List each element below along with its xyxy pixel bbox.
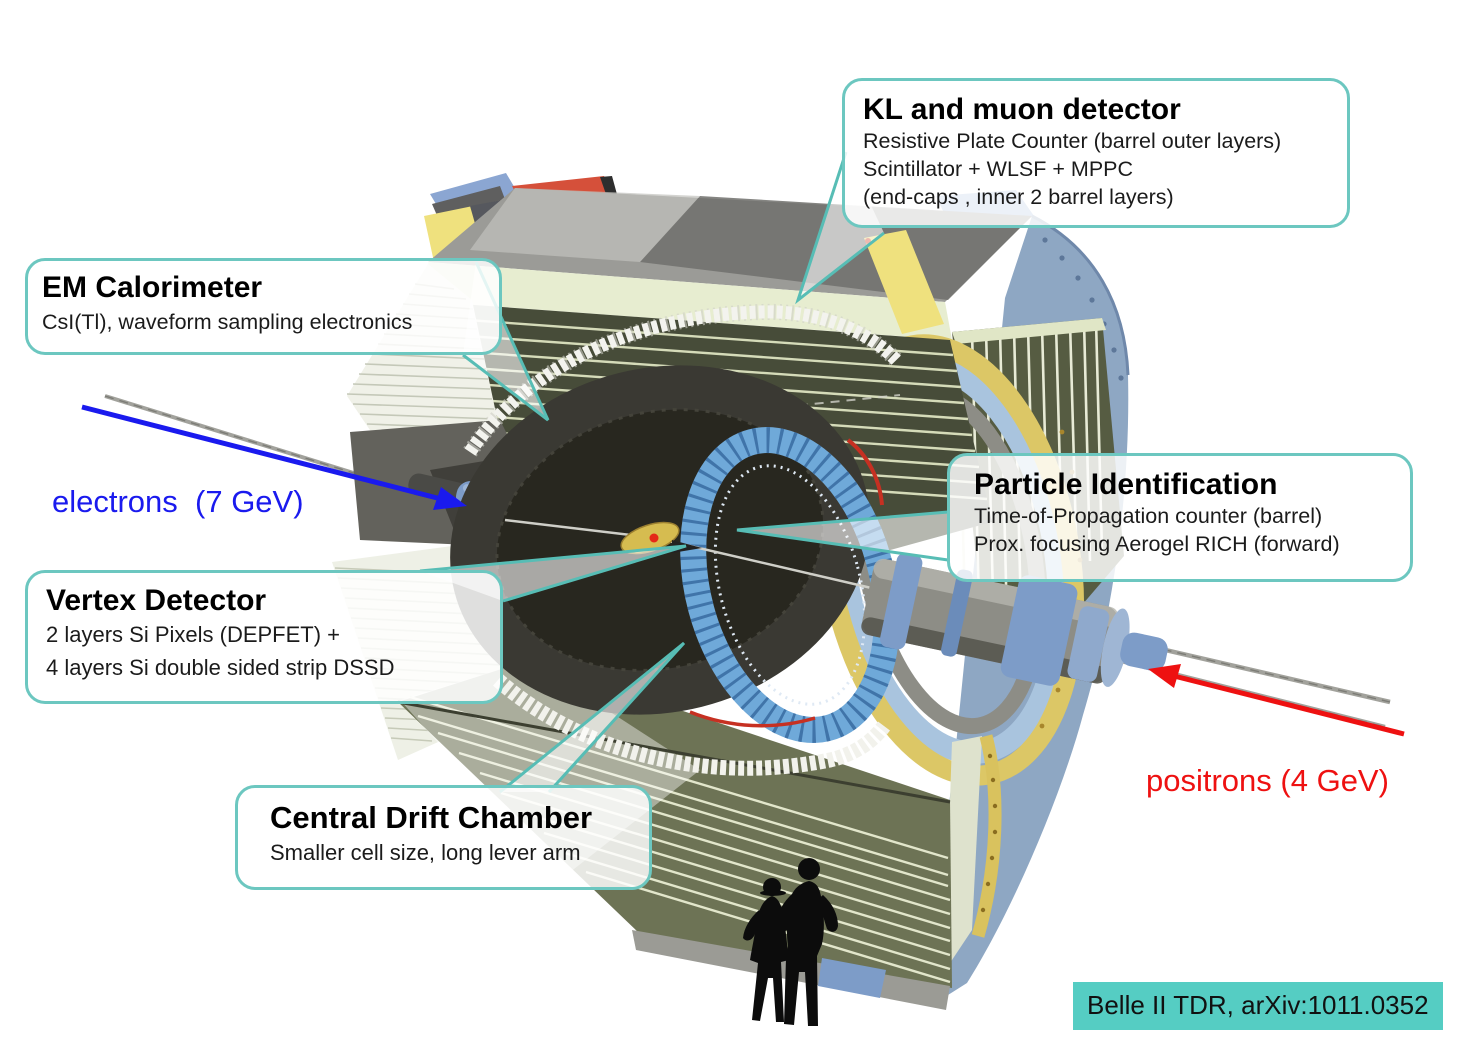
pid-line-2: Prox. focusing Aerogel RICH (forward): [974, 531, 1340, 556]
cdc-line-1: Smaller cell size, long lever arm: [270, 839, 581, 865]
callout-vertex-detector: Vertex Detector 2 layers Si Pixels (DEPF…: [25, 570, 503, 704]
positron-beam-label: positrons (4 GeV): [1146, 763, 1389, 798]
callout-particle-identification: Particle Identification Time-of-Propagat…: [947, 453, 1413, 582]
detector-qcs-cylinders: [861, 553, 1168, 687]
vxd-title: Vertex Detector: [46, 584, 267, 617]
ecl-line-1: CsI(Tl), waveform sampling electronics: [42, 309, 413, 334]
positron-beam-arrow-icon: [1148, 664, 1405, 737]
electron-beam-label: electrons (7 GeV): [52, 484, 304, 519]
cdc-title: Central Drift Chamber: [270, 800, 593, 835]
klm-title: KL and muon detector: [863, 93, 1181, 126]
citation-badge: Belle II TDR, arXiv:1011.0352: [1073, 982, 1443, 1030]
human-scale-silhouettes: [743, 858, 838, 1026]
callout-central-drift-chamber: Central Drift Chamber Smaller cell size,…: [235, 785, 652, 890]
callout-em-calorimeter: EM Calorimeter CsI(Tl), waveform samplin…: [25, 258, 502, 355]
ecl-title: EM Calorimeter: [42, 271, 263, 304]
klm-line-1: Resistive Plate Counter (barrel outer la…: [863, 128, 1282, 153]
pid-title: Particle Identification: [974, 468, 1278, 501]
pid-line-1: Time-of-Propagation counter (barrel): [974, 503, 1323, 528]
klm-line-3: (end-caps , inner 2 barrel layers): [863, 184, 1174, 209]
detector-vertex-center: [504, 518, 881, 592]
detector-bottom-right-trim: [944, 734, 1002, 972]
electron-beam-arrow-icon: [81, 404, 467, 510]
callout-klm-muon-detector: KL and muon detector Resistive Plate Cou…: [842, 78, 1350, 228]
vxd-line-1: 2 layers Si Pixels (DEPFET) +: [46, 621, 341, 647]
klm-line-2: Scintillator + WLSF + MPPC: [863, 156, 1134, 181]
vxd-line-2: 4 layers Si double sided strip DSSD: [46, 654, 395, 680]
